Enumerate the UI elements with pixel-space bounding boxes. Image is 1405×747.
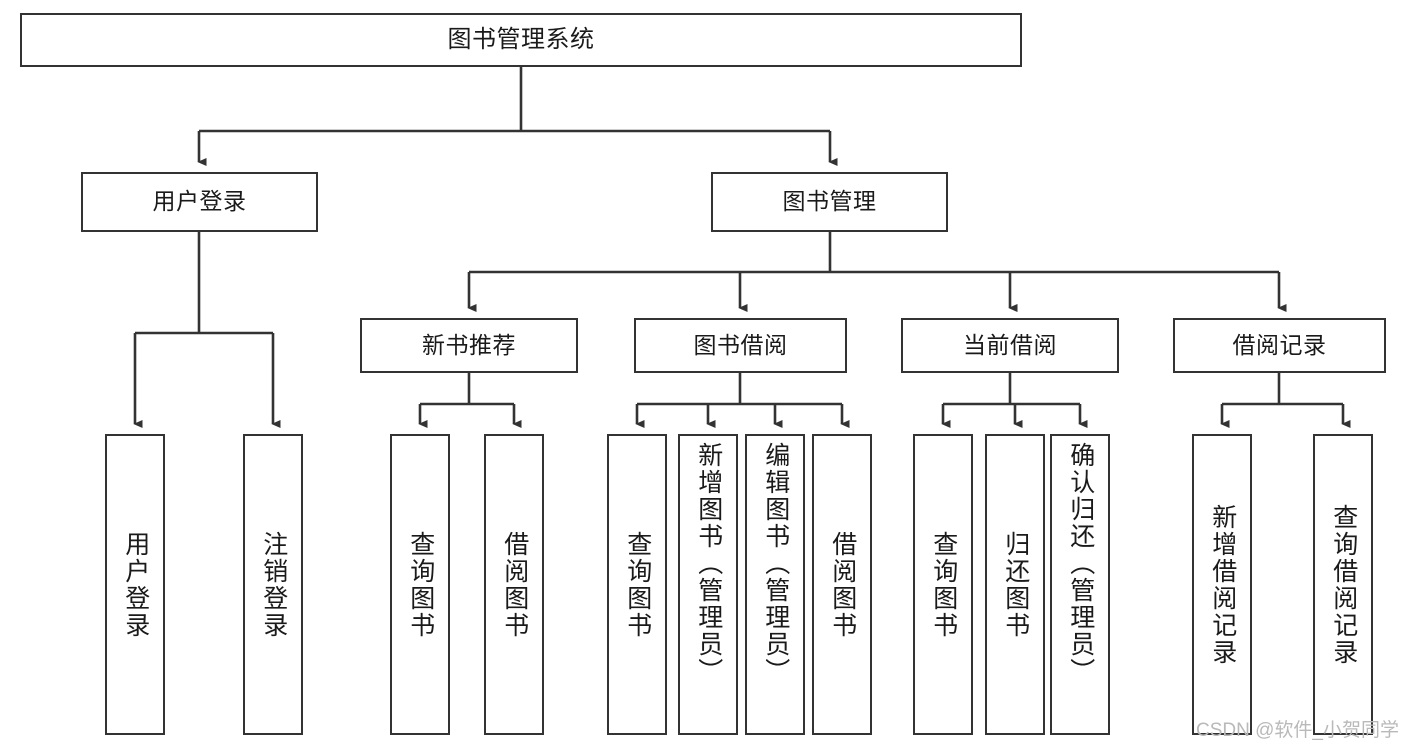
node-label: 借阅图书 — [500, 530, 529, 639]
leaf-book-borrow-add-book-admin[interactable]: 新增图书（管理员） — [678, 434, 738, 735]
leaf-book-borrow-query-books[interactable]: 查询图书 — [607, 434, 667, 735]
node-label: 新增图书（管理员） — [694, 442, 723, 685]
node-current-borrow[interactable]: 当前借阅 — [901, 318, 1119, 373]
node-label: 查询借阅记录 — [1329, 503, 1358, 666]
leaf-book-borrow-borrow-books[interactable]: 借阅图书 — [812, 434, 872, 735]
node-label: 当前借阅 — [963, 331, 1057, 358]
node-label: 新增借阅记录 — [1208, 503, 1237, 666]
node-label: 图书借阅 — [693, 331, 788, 358]
leaf-new-book-query-books[interactable]: 查询图书 — [390, 434, 450, 735]
node-label: 查询图书 — [929, 530, 958, 639]
node-borrow-record[interactable]: 借阅记录 — [1173, 318, 1386, 373]
node-label: 图书管理 — [782, 188, 877, 215]
node-label: 查询图书 — [623, 530, 652, 639]
leaf-user-login-logout[interactable]: 注销登录 — [243, 434, 303, 735]
node-label: 编辑图书（管理员） — [761, 442, 790, 685]
node-label: 用户登录 — [152, 188, 247, 215]
node-root-book-management-system[interactable]: 图书管理系统 — [20, 13, 1022, 67]
node-label: 归还图书 — [1001, 530, 1030, 639]
csdn-watermark: CSDN @软件_小贺同学 — [1196, 720, 1399, 741]
leaf-user-login-login[interactable]: 用户登录 — [105, 434, 165, 735]
node-user-login[interactable]: 用户登录 — [81, 172, 318, 232]
leaf-new-book-borrow-books[interactable]: 借阅图书 — [484, 434, 544, 735]
leaf-current-borrow-confirm-return-admin[interactable]: 确认归还（管理员） — [1050, 434, 1110, 735]
leaf-current-borrow-return-books[interactable]: 归还图书 — [985, 434, 1045, 735]
node-label: 注销登录 — [259, 530, 288, 639]
node-label: 借阅记录 — [1232, 331, 1327, 358]
leaf-book-borrow-edit-book-admin[interactable]: 编辑图书（管理员） — [745, 434, 805, 735]
node-book-borrow[interactable]: 图书借阅 — [634, 318, 847, 373]
node-book-management[interactable]: 图书管理 — [711, 172, 948, 232]
node-label: 新书推荐 — [422, 331, 516, 358]
leaf-borrow-record-add-record[interactable]: 新增借阅记录 — [1192, 434, 1252, 735]
node-new-book-recommend[interactable]: 新书推荐 — [360, 318, 578, 373]
node-label: 图书管理系统 — [447, 25, 595, 53]
leaf-current-borrow-query-books[interactable]: 查询图书 — [913, 434, 973, 735]
node-label: 查询图书 — [406, 530, 435, 639]
node-label: 用户登录 — [121, 530, 150, 639]
leaf-borrow-record-query-record[interactable]: 查询借阅记录 — [1313, 434, 1373, 735]
node-label: 确认归还（管理员） — [1066, 442, 1095, 685]
node-label: 借阅图书 — [828, 530, 857, 639]
